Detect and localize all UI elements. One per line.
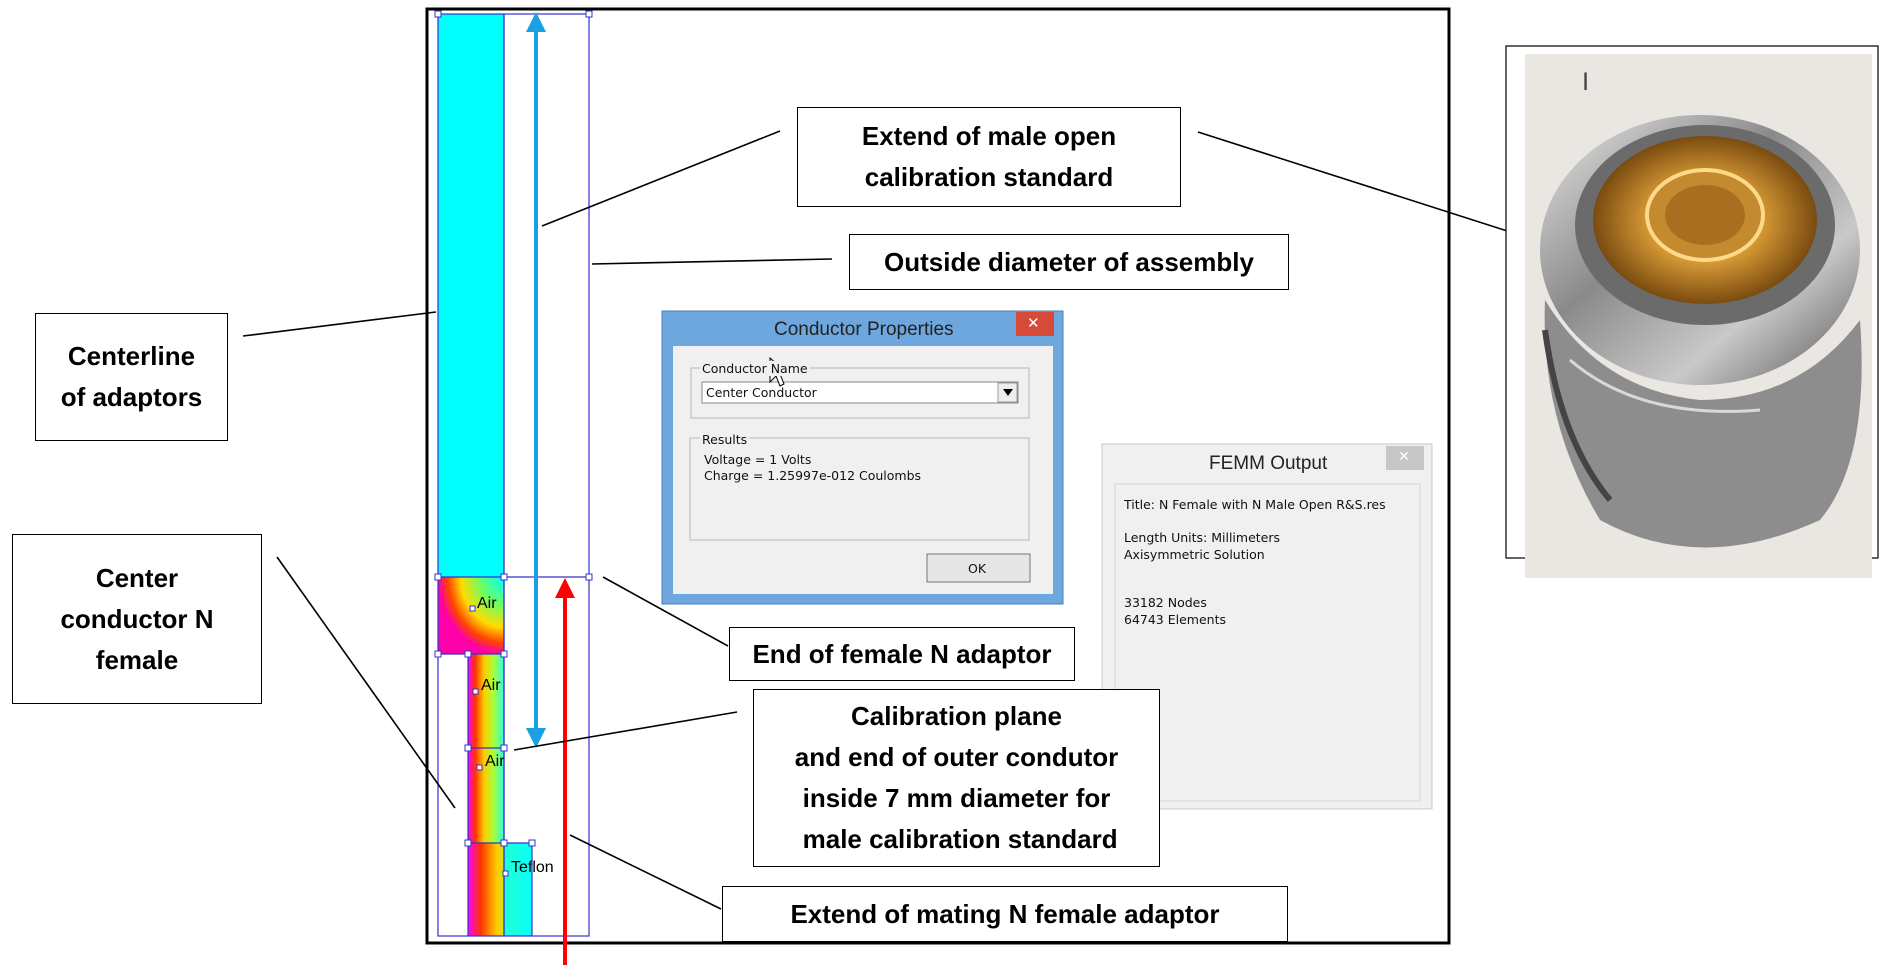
leader-end-female [602, 576, 729, 647]
leader-center-conductor [276, 556, 456, 809]
callout-male-open-standard: Extend of male open calibration standard [797, 107, 1181, 207]
output-length-units: Length Units: Millimeters [1124, 530, 1281, 545]
corner-field-region [438, 577, 504, 654]
region-label-air-3: Air [485, 753, 505, 770]
region-label-teflon: Teflon [511, 859, 554, 876]
ok-button[interactable] [926, 553, 1031, 583]
callout-outside-diameter: Outside diameter of assembly [849, 234, 1289, 290]
teflon-right-region [504, 843, 532, 936]
femm-output-title: FEMM Output [1209, 453, 1328, 474]
voltage-result: Voltage = 1 Volts [704, 452, 812, 467]
output-node-count: 33182 Nodes [1124, 595, 1207, 610]
conductor-properties-dialog [661, 310, 1064, 605]
results-group-label: Results [700, 432, 750, 447]
cyan-field-region [438, 14, 504, 654]
region-label-air-1: Air [477, 595, 497, 612]
output-title-line: Title: N Female with N Male Open R&S.res [1124, 497, 1386, 512]
callout-centerline: Centerline of adaptors [35, 313, 228, 441]
output-close-button[interactable] [1386, 446, 1424, 470]
leader-mating-female [569, 834, 722, 910]
conductor-name-group-label: Conductor Name [700, 361, 810, 376]
femm-output-close-glyph: ✕ [1398, 449, 1410, 465]
leader-centerline [242, 311, 437, 337]
field-plot [434, 10, 593, 937]
leader-calibration-plane [513, 711, 738, 751]
conductor-name-dropdown[interactable] [701, 381, 1019, 404]
outer-assembly-outline [503, 13, 590, 937]
text-cursor-icon: I [1582, 68, 1589, 96]
callout-center-conductor-female: Center conductor N female [12, 534, 262, 704]
callout-mating-female-adaptor: Extend of mating N female adaptor [722, 886, 1288, 942]
leader-male-standard [541, 130, 781, 227]
callout-calibration-plane: Calibration plane and end of outer condu… [753, 689, 1160, 867]
dialog-close-button[interactable] [1016, 312, 1054, 336]
conductor-name-selected: Center Conductor [706, 385, 817, 400]
charge-result: Charge = 1.25997e-012 Coulombs [704, 468, 922, 483]
region-label-air-2: Air [481, 677, 501, 694]
conductor-dialog-title: Conductor Properties [774, 319, 954, 340]
ok-button-label[interactable]: OK [968, 561, 987, 576]
leader-photo [1197, 131, 1527, 238]
conductor-dialog-close-glyph: ✕ [1027, 314, 1040, 332]
dropdown-arrow-icon [1003, 389, 1013, 396]
leader-outside-diameter [591, 258, 833, 265]
callout-end-female-adaptor: End of female N adaptor [729, 627, 1075, 681]
output-element-count: 64743 Elements [1124, 612, 1227, 627]
connector-photo: I [1505, 45, 1879, 578]
output-solution-type: Axisymmetric Solution [1124, 547, 1265, 562]
